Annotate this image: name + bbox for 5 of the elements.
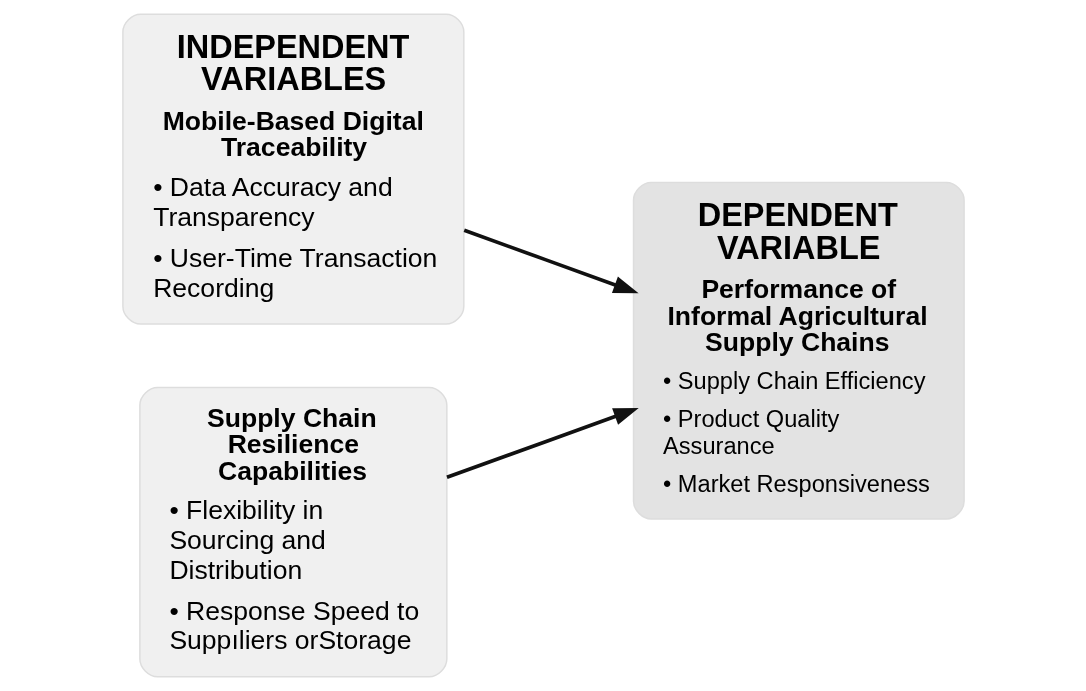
arrow: [463, 228, 639, 294]
node-box: INDEPENDENT VARIABLES Mobile-Based Digital Traceability • Data Accuracy and Transparency • User-Time Transaction Recording: [121, 13, 465, 325]
node-box: DEPENDENT VARIABLE Performance of Informal Agricultural Supply Chains • Supply Chain Efficiency • Product Quality Assurance • Market Responsiveness: [632, 181, 965, 520]
node-box: Supply Chain Resilience Capabilities • Flexibility in Sourcing and Distribution • Response Speed to Suppıliers orStorage: [138, 386, 448, 678]
arrow: [445, 407, 639, 479]
